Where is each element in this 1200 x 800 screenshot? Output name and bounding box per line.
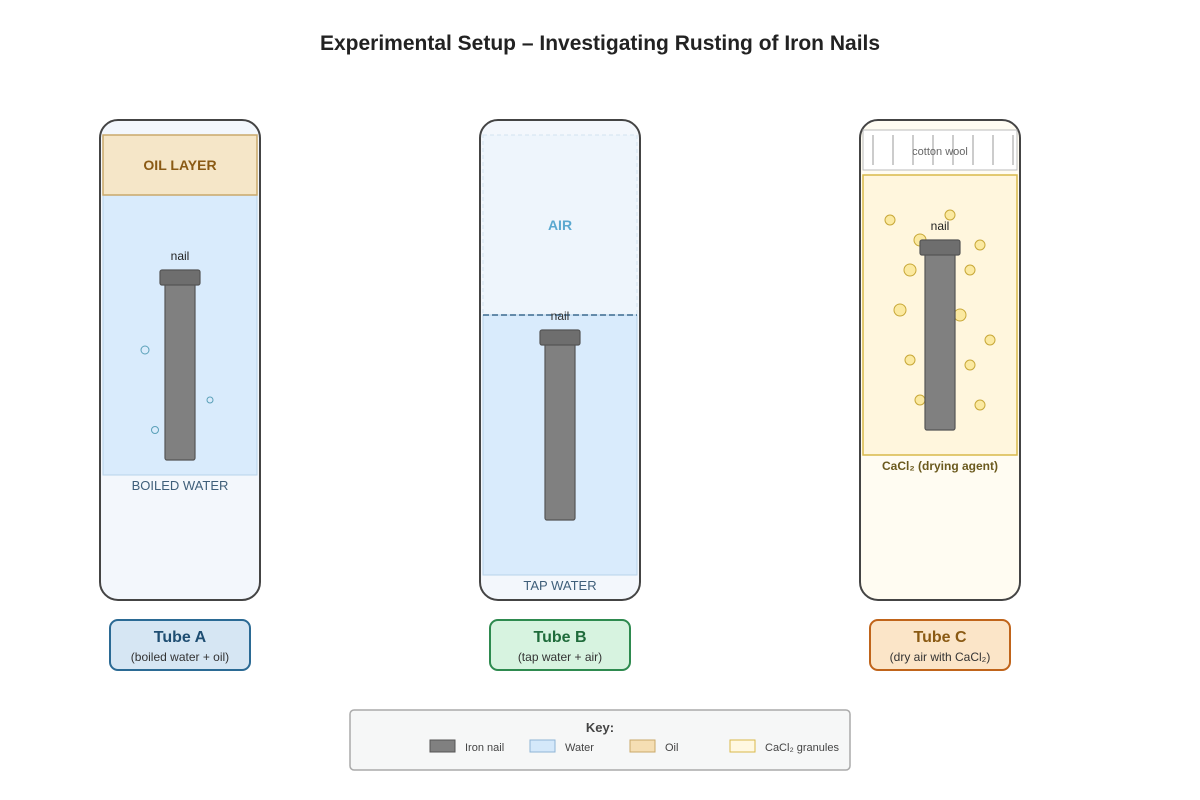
tube-b-air-label: AIR [548,217,572,233]
tube-a-oil-label: OIL LAYER [143,157,216,173]
tube-b: AIR nail TAP WATER [479,119,641,601]
key-box: Key: Iron nail Water Oil CaCl₂ granules [349,709,851,771]
tube-c-card: Tube C (dry air with CaCl₂) [869,619,1011,671]
diagram-title: Experimental Setup – Investigating Rusti… [320,32,880,55]
key-label-oil: Oil [665,742,678,754]
tube-c-nail [919,239,961,431]
key-label-cacl2: CaCl₂ granules [765,742,839,754]
tube-c-nail-label: nail [931,219,950,233]
tube-b-nail [539,329,581,521]
tube-b-air-zone [482,134,638,316]
tube-a-water-label: BOILED WATER [132,478,229,493]
tube-c-cotton-wool [862,129,1018,171]
tube-c-cotton-label: cotton wool [912,146,968,158]
tube-c: cotton wool nail CaCl₂ (drying agent) [859,119,1021,601]
tube-b-card-title: Tube B [533,629,586,646]
tube-a-card-subtitle: (boiled water + oil) [131,650,229,664]
key-swatch-water [529,739,556,753]
tube-a-oil-layer [102,134,258,196]
tube-c-card-subtitle: (dry air with CaCl₂) [890,650,991,664]
key-swatch-oil [629,739,656,753]
tube-b-card-subtitle: (tap water + air) [518,650,602,664]
tube-a-nail [159,269,201,461]
key-title: Key: [586,720,614,735]
key-label-water: Water [565,742,594,754]
key-swatch-cacl2 [729,739,756,753]
tube-c-card-title: Tube C [913,629,966,646]
tube-a-card: Tube A (boiled water + oil) [109,619,251,671]
tube-a: OIL LAYER nail BOILED WATER [99,119,261,601]
key-swatch-iron-nail [429,739,456,753]
tube-c-cotton-fibers [872,135,1014,165]
tube-a-card-title: Tube A [154,629,207,646]
tube-a-bubble [151,426,159,434]
tube-c-cacl2-label: CaCl₂ (drying agent) [882,459,998,473]
tube-a-bubble [206,396,214,404]
tube-b-nail-label: nail [551,309,570,323]
tube-b-water-label: TAP WATER [523,578,596,593]
tube-b-card: Tube B (tap water + air) [489,619,631,671]
tube-a-bubble [140,345,150,355]
tube-a-nail-label: nail [171,249,190,263]
key-label-iron-nail: Iron nail [465,742,504,754]
